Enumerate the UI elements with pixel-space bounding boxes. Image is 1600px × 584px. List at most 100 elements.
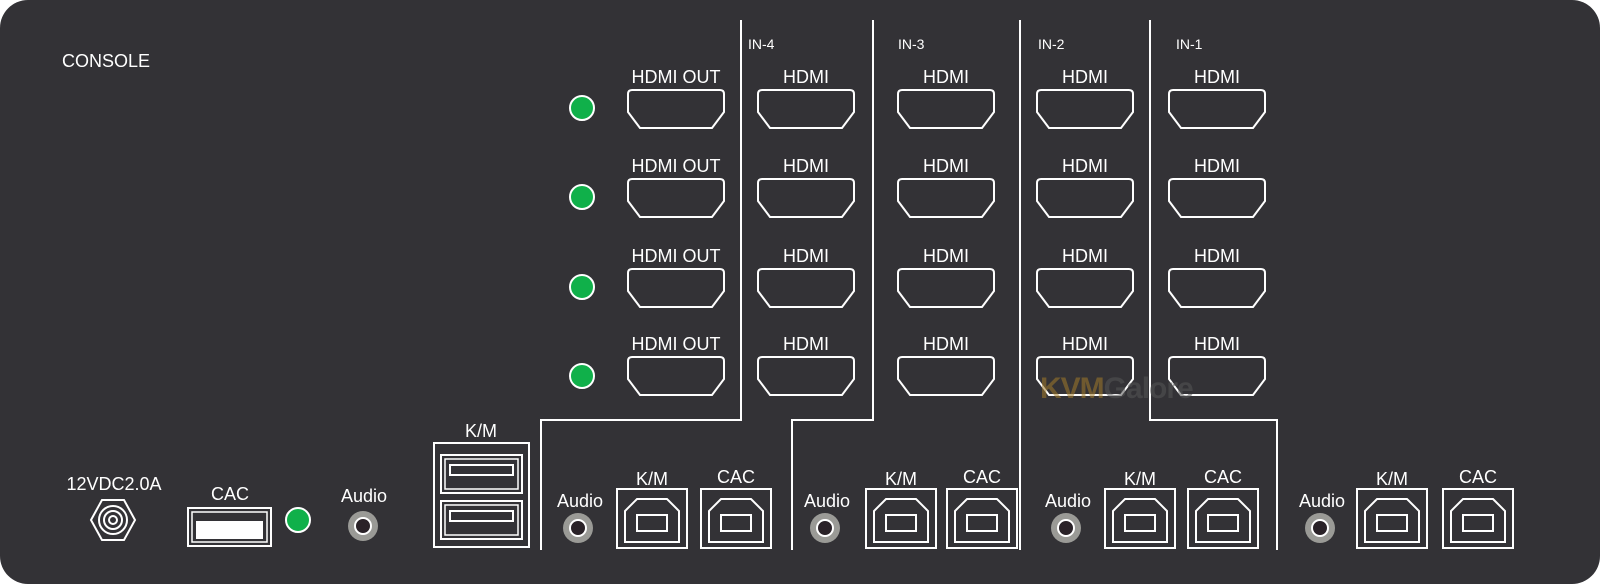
in-2-audio-jack[interactable]	[1051, 513, 1081, 543]
audio-label: Audio	[556, 491, 604, 511]
console-cac-usb-port[interactable]	[187, 507, 272, 547]
hdmi-out-label: HDMI OUT	[631, 334, 721, 354]
hdmi-out-led-4	[569, 363, 595, 389]
watermark-part-2: Galore	[1103, 372, 1194, 405]
usb-a-tongue	[196, 521, 263, 539]
usb-b-port-icon	[1195, 498, 1251, 543]
hdmi-label: HDMI	[923, 246, 969, 266]
jack-hole	[816, 519, 834, 537]
hdmi-out-port-4[interactable]	[627, 356, 725, 396]
power-ring	[103, 510, 123, 530]
usb-b-frame	[616, 488, 688, 549]
usb-b-tongue	[1124, 514, 1156, 532]
in-1-km-usb-b-port[interactable]	[1356, 488, 1428, 549]
usb-b-frame	[1356, 488, 1428, 549]
power-connector-icon[interactable]	[89, 499, 137, 541]
usb-b-frame	[1104, 488, 1176, 549]
hdmi-label: HDMI	[1194, 334, 1240, 354]
in-4-audio-jack[interactable]	[563, 513, 593, 543]
hdmi-port-icon	[1036, 356, 1134, 396]
in-1-hdmi-port-2[interactable]	[1168, 178, 1266, 218]
in-1-hdmi-port-1[interactable]	[1168, 89, 1266, 129]
console-audio-label: Audio	[340, 486, 388, 506]
hdmi-out-port-3[interactable]	[627, 268, 725, 308]
in-2-hdmi-port-2[interactable]	[1036, 178, 1134, 218]
in-4-hdmi-port-2[interactable]	[757, 178, 855, 218]
hdmi-port-icon	[627, 268, 725, 308]
hdmi-port-icon	[1036, 178, 1134, 218]
usb-b-frame	[946, 488, 1018, 549]
in-2-hdmi-port-4[interactable]	[1036, 356, 1134, 396]
in-1-hdmi-port-3[interactable]	[1168, 268, 1266, 308]
divider-in1	[1149, 20, 1278, 550]
input-label-in-2: IN-2	[1038, 36, 1065, 52]
hdmi-label: HDMI	[923, 334, 969, 354]
hdmi-label: HDMI	[783, 156, 829, 176]
usb-a-frame	[440, 500, 523, 540]
hdmi-out-label: HDMI OUT	[631, 67, 721, 87]
hdmi-label: HDMI	[1062, 67, 1108, 87]
in-2-km-usb-b-port[interactable]	[1104, 488, 1176, 549]
usb-b-port-icon	[954, 498, 1010, 543]
audio-label: Audio	[1044, 491, 1092, 511]
in-2-cac-usb-b-port[interactable]	[1187, 488, 1259, 549]
in-2-hdmi-port-1[interactable]	[1036, 89, 1134, 129]
usb-a-port-icon	[444, 504, 519, 536]
km-label: K/M	[1375, 469, 1409, 489]
hdmi-port-icon	[757, 89, 855, 129]
hdmi-out-port-2[interactable]	[627, 178, 725, 218]
console-audio-jack[interactable]	[348, 511, 378, 541]
in-1-audio-jack[interactable]	[1305, 513, 1335, 543]
cac-label: CAC	[962, 467, 1002, 487]
usb-a-frame	[440, 454, 523, 494]
usb-b-frame	[1442, 488, 1514, 549]
hdmi-port-icon	[897, 268, 995, 308]
power-label: 12VDC2.0A	[66, 474, 162, 494]
in-4-cac-usb-b-port[interactable]	[700, 488, 772, 549]
in-4-hdmi-port-1[interactable]	[757, 89, 855, 129]
hdmi-label: HDMI	[923, 156, 969, 176]
console-cac-label: CAC	[210, 484, 250, 504]
watermark-part-1: KVM	[1040, 372, 1105, 405]
usb-b-port-icon	[1112, 498, 1168, 543]
console-km-usb-port-2[interactable]	[440, 500, 523, 540]
jack-hole	[569, 519, 587, 537]
hdmi-label: HDMI	[1194, 67, 1240, 87]
in-3-audio-jack[interactable]	[810, 513, 840, 543]
usb-b-tongue	[1376, 514, 1408, 532]
in-3-hdmi-port-3[interactable]	[897, 268, 995, 308]
in-3-hdmi-port-1[interactable]	[897, 89, 995, 129]
hdmi-out-label: HDMI OUT	[631, 246, 721, 266]
hdmi-port-icon	[897, 89, 995, 129]
console-cac-led	[285, 507, 311, 533]
usb-a-port-icon	[444, 458, 519, 490]
in-1-cac-usb-b-port[interactable]	[1442, 488, 1514, 549]
hdmi-out-led-2	[569, 184, 595, 210]
in-4-km-usb-b-port[interactable]	[616, 488, 688, 549]
in-4-hdmi-port-4[interactable]	[757, 356, 855, 396]
in-3-cac-usb-b-port[interactable]	[946, 488, 1018, 549]
jack-hole	[354, 517, 372, 535]
usb-b-port-icon	[1450, 498, 1506, 543]
in-3-hdmi-port-4[interactable]	[897, 356, 995, 396]
hdmi-out-led-1	[569, 95, 595, 121]
in-4-hdmi-port-3[interactable]	[757, 268, 855, 308]
hdmi-out-port-1[interactable]	[627, 89, 725, 129]
jack-hole	[1057, 519, 1075, 537]
hdmi-label: HDMI	[1062, 246, 1108, 266]
audio-label: Audio	[803, 491, 851, 511]
hdmi-port-icon	[1168, 268, 1266, 308]
cac-label: CAC	[1458, 467, 1498, 487]
usb-b-frame	[700, 488, 772, 549]
in-3-hdmi-port-2[interactable]	[897, 178, 995, 218]
usb-b-tongue	[1462, 514, 1494, 532]
in-3-km-usb-b-port[interactable]	[865, 488, 937, 549]
console-km-usb-port-1[interactable]	[440, 454, 523, 494]
hdmi-label: HDMI	[1194, 246, 1240, 266]
in-2-hdmi-port-3[interactable]	[1036, 268, 1134, 308]
jack-hole	[1311, 519, 1329, 537]
in-1-hdmi-port-4[interactable]	[1168, 356, 1266, 396]
